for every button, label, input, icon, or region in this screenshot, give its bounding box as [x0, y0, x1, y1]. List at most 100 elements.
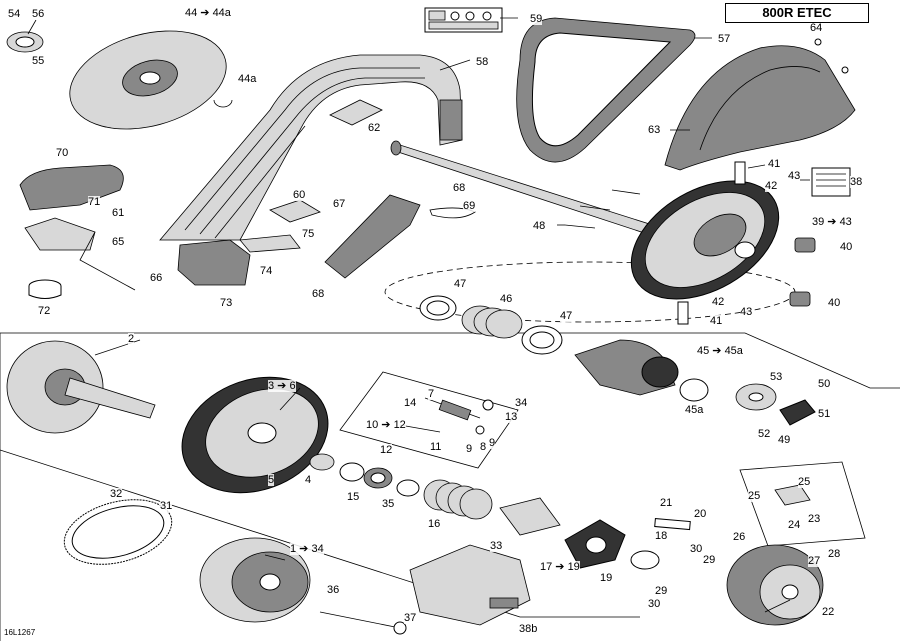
mount-40b-drawing [789, 291, 811, 307]
mount-40a-drawing [794, 237, 816, 253]
callout-42b: 42 [712, 296, 725, 308]
callout-68a: 68 [453, 182, 466, 194]
callout-25b: 25 [798, 476, 811, 488]
decal-38-drawing [811, 167, 851, 197]
callout-35: 35 [382, 498, 395, 510]
leader-22 [764, 599, 791, 613]
decal-59-warning-sign [428, 10, 446, 21]
callout-30a: 30 [690, 543, 703, 555]
callout-60: 60 [293, 189, 306, 201]
callout-28: 28 [828, 548, 841, 560]
belt-guard-63-drawing [664, 45, 856, 171]
chassis-frame-58-drawing [159, 54, 463, 241]
bolt-37-drawing [319, 611, 401, 629]
callout-29b: 29 [655, 585, 668, 597]
callout-16: 16 [428, 518, 441, 530]
bracket-71-drawing [24, 217, 96, 251]
callout-23: 23 [808, 513, 821, 525]
callout-19: 19 [600, 572, 613, 584]
callout-50: 50 [818, 378, 831, 390]
callout-73: 73 [220, 297, 233, 309]
spring-46-coil3 [485, 309, 523, 339]
callout-55: 55 [32, 55, 45, 67]
model-label: 800R ETEC [725, 3, 869, 23]
bolt-48-drawing [564, 224, 596, 229]
plate-60-drawing [269, 199, 321, 223]
callout-47a: 47 [454, 278, 467, 290]
callout-20: 20 [694, 508, 707, 520]
decal-59-symbol2 [465, 11, 475, 21]
callout-18: 18 [655, 530, 668, 542]
callout-59: 59 [530, 13, 543, 25]
fastener-64-drawing [814, 38, 822, 46]
callout-65: 65 [112, 236, 125, 248]
ring-4-drawing [309, 453, 335, 471]
housing-3-bore [247, 422, 277, 444]
callout-75: 75 [302, 228, 315, 240]
belt-guard-63-contour [699, 66, 821, 151]
cap-72-body [28, 286, 62, 299]
callout-36: 3 ➔ 6 [268, 380, 296, 392]
callout-9a: 9 [466, 443, 473, 455]
caliper-subassembly-box [739, 461, 866, 547]
ring-47a-inner [426, 300, 450, 316]
chassis-frame-58-rib3 [214, 125, 306, 239]
callout-74: 74 [260, 265, 273, 277]
drive-pulley-2-shaft [64, 377, 156, 419]
callout-41a: 41 [768, 158, 781, 170]
callout-38: 38 [850, 176, 863, 188]
bolt-41a-drawing [734, 161, 746, 185]
decal-59-symbol1 [450, 11, 460, 21]
callout-48: 48 [533, 220, 546, 232]
callout-33: 33 [490, 540, 503, 552]
washer-53-bore [748, 392, 764, 402]
callout-41b: 41 [710, 315, 723, 327]
callout-70: 70 [56, 147, 69, 159]
callout-27: 27 [808, 555, 821, 567]
chassis-frame-58-rib1 [184, 67, 420, 231]
clutch-housing-1-bore [259, 573, 281, 591]
callout-26: 26 [733, 531, 746, 543]
callout-1012: 10 ➔ 12 [366, 419, 406, 431]
leader-1 [264, 554, 286, 561]
chassis-frame-58-rib2 [199, 77, 425, 235]
bearing-35-bore [370, 472, 386, 484]
callout-69: 69 [463, 200, 476, 212]
cam-45-bearing [641, 356, 679, 388]
callout-22: 22 [822, 606, 835, 618]
driven-shaft-spline [390, 140, 402, 156]
decal-38b-drawing [489, 597, 519, 609]
bolt-37-head [393, 621, 407, 635]
washer-9-drawing [475, 425, 485, 435]
callout-25a: 25 [748, 490, 761, 502]
callout-71: 71 [88, 196, 101, 208]
callout-21: 21 [660, 497, 673, 509]
ring-35b-drawing [396, 479, 420, 497]
callout-51: 51 [818, 408, 831, 420]
pin-20-drawing [654, 517, 691, 531]
callout-61: 61 [112, 207, 125, 219]
callout-36b: 36 [327, 584, 340, 596]
callout-52: 52 [758, 428, 771, 440]
bolt-48c-drawing [611, 189, 641, 195]
bolt-41b-drawing [677, 301, 689, 325]
callout-40b: 40 [828, 297, 841, 309]
callout-12: 12 [380, 444, 393, 456]
sleeve-33-drawing [499, 497, 561, 536]
diagram-code: 16L1267 [4, 628, 36, 637]
clutch-17-bore [585, 536, 607, 554]
callout-4545a: 45 ➔ 45a [697, 345, 743, 357]
pin-12-drawing [399, 424, 441, 433]
chassis-frame-58-side [439, 99, 463, 141]
callout-30b: 30 [648, 598, 661, 610]
callout-37: 37 [404, 612, 417, 624]
callout-32: 32 [110, 488, 123, 500]
fastener-64b-drawing [841, 66, 849, 74]
plate-62-drawing [329, 99, 383, 126]
link-arm-drawing [438, 399, 472, 421]
callout-47b: 47 [560, 310, 573, 322]
leader-58 [439, 59, 471, 71]
callout-64: 64 [810, 22, 823, 34]
